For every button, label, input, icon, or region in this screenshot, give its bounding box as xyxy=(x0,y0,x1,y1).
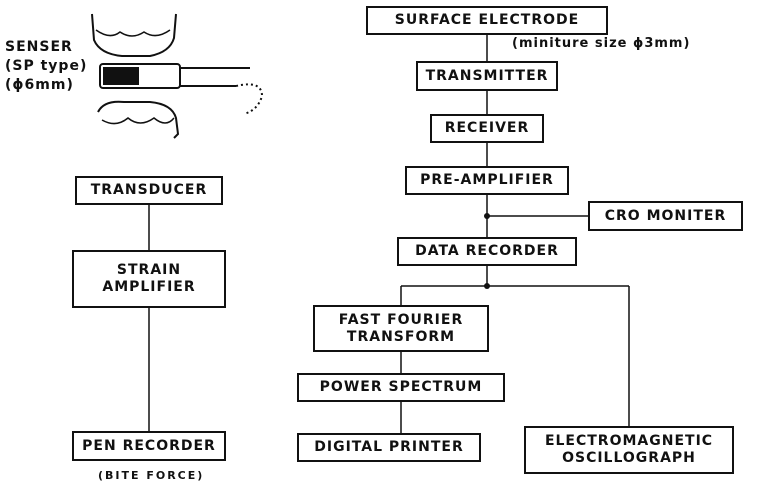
transmitter-box: TRANSMITTER xyxy=(416,61,558,91)
junction-dot xyxy=(484,283,490,289)
electrode-note: (miniture size ϕ3mm) xyxy=(512,34,690,53)
receiver-box: RECEIVER xyxy=(430,114,544,143)
teeth-sensor-illustration xyxy=(92,14,262,138)
power-spectrum-box: POWER SPECTRUM xyxy=(297,373,505,402)
data-recorder-box: DATA RECORDER xyxy=(397,237,577,266)
strain-amplifier-box: STRAIN AMPLIFIER xyxy=(72,250,226,308)
transducer-box: TRANSDUCER xyxy=(75,176,223,205)
digital-printer-box: DIGITAL PRINTER xyxy=(297,433,481,462)
junction-dot xyxy=(484,213,490,219)
electromagnetic-oscillograph-box: ELECTROMAGNETIC OSCILLOGRAPH xyxy=(524,426,734,474)
surface-electrode-box: SURFACE ELECTRODE xyxy=(366,6,608,35)
cro-moniter-box: CRO MONITER xyxy=(588,201,743,231)
pre-amplifier-box: PRE-AMPLIFIER xyxy=(405,166,569,195)
fast-fourier-transform-box: FAST FOURIER TRANSFORM xyxy=(313,305,489,352)
pen-recorder-box: PEN RECORDER xyxy=(72,431,226,461)
pen-recorder-note: (BITE FORCE) xyxy=(98,466,204,485)
sensor-label: SENSER (SP type) (ϕ6mm) xyxy=(5,38,87,95)
